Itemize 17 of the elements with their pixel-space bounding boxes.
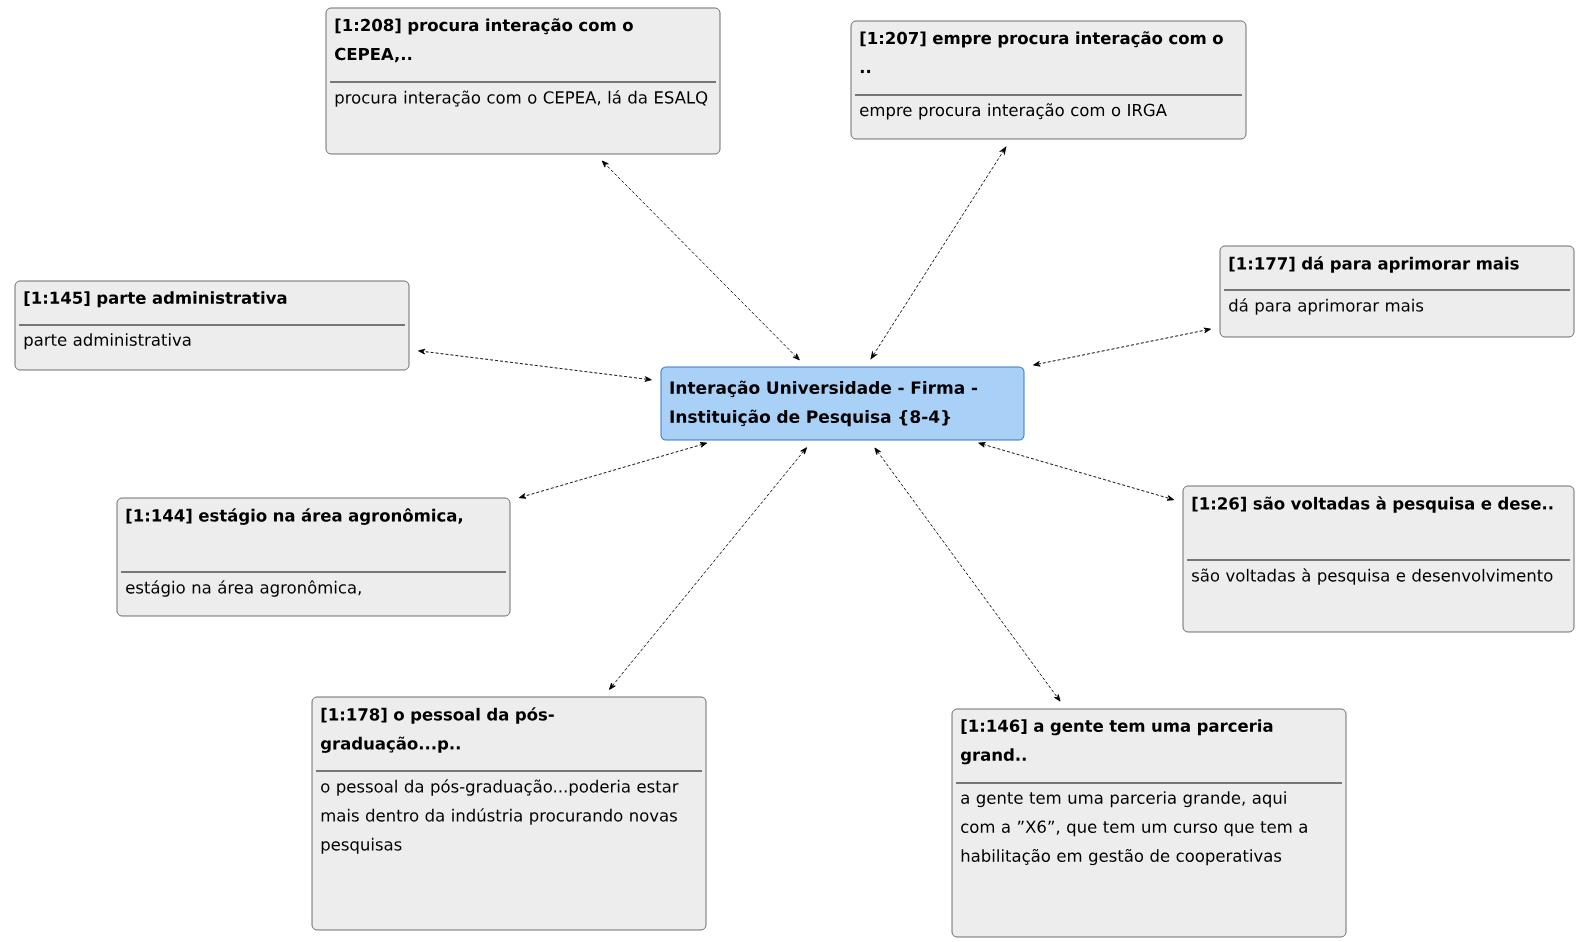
quotation-box: [1:178] o pessoal da pós-graduação...p.. o pessoal da pós-graduação...poderia estar mais dentro da indústria procurando novas pesquisas xyxy=(311,696,707,931)
topic-box: Interação Universidade - Firma - Instituição de Pesquisa {8-4} xyxy=(660,366,1025,441)
arrow xyxy=(874,447,1061,702)
quotation-box: [1:177] dá para aprimorar mais dá para aprimorar mais xyxy=(1219,245,1575,338)
quotation-box: [1:207] empre procura interação com o .. empre procura interação com o IRGA xyxy=(850,20,1247,140)
quotation-box: [1:26] são voltadas à pesquisa e dese.. são voltadas à pesquisa e desenvolvimento xyxy=(1182,485,1575,633)
arrow xyxy=(601,160,800,361)
arrow xyxy=(870,146,1007,360)
quotation-box: [1:145] parte administrativa parte administrativa xyxy=(14,280,410,371)
arrow xyxy=(418,348,652,382)
arrow xyxy=(609,447,808,690)
arrow xyxy=(978,442,1175,501)
quotation-box: [1:208] procura interação com o CEPEA,.. procura interação com o CEPEA, lá da ESALQ xyxy=(325,7,721,155)
arrow xyxy=(518,442,708,499)
quotation-box: [1:144] estágio na área agronômica, estágio na área agronômica, xyxy=(116,497,511,617)
arrow xyxy=(1033,327,1211,367)
quotation-box: [1:146] a gente tem uma parceria grand.. a gente tem uma parceria grande, aqui com a ”X6”, que tem um curso que tem a habilitação em gestão de cooperativas xyxy=(951,708,1347,938)
